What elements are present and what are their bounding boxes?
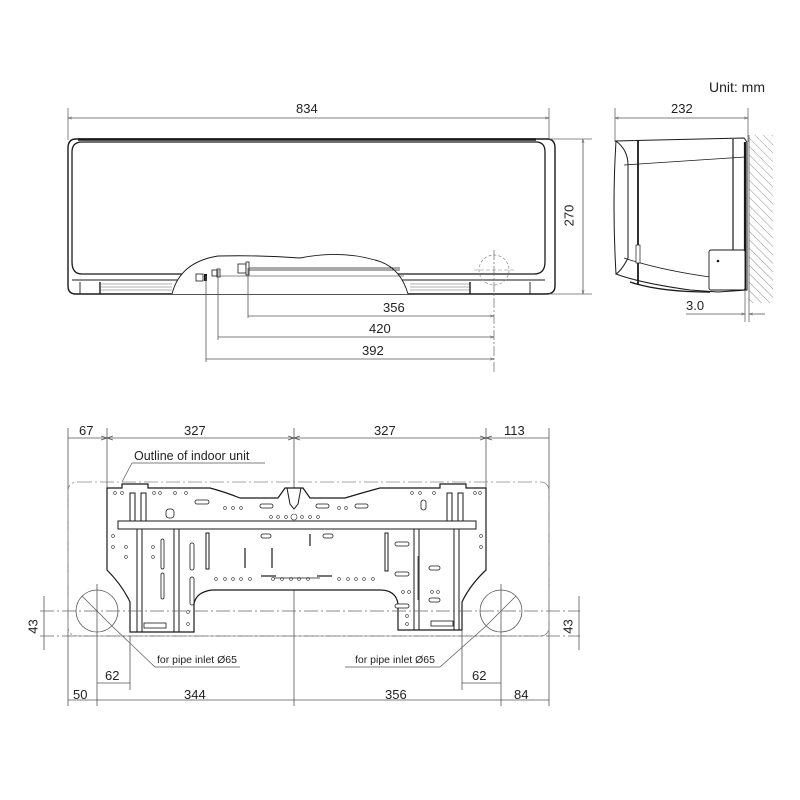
front-view (67, 108, 592, 372)
right-offset-dim-62: 62 (472, 668, 487, 683)
front-width-dim: 834 (296, 101, 318, 116)
side-depth-dim: 232 (671, 101, 693, 116)
mounting-plate-view (40, 428, 580, 706)
pipe-dim-420: 420 (369, 321, 391, 336)
outline-note: Outline of indoor unit (134, 449, 250, 463)
pipe-inlet-left-note: for pipe inlet Ø65 (157, 654, 237, 666)
plate-top-dim-67: 67 (79, 423, 94, 438)
unit-label: Unit: mm (709, 79, 765, 95)
pipe-dim-392: 392 (362, 343, 384, 358)
pipe-inlet-right-note: for pipe inlet Ø65 (355, 654, 435, 666)
front-height-dim: 270 (561, 204, 577, 227)
plate-top-dim-327-right: 327 (374, 423, 396, 438)
side-view (613, 108, 773, 322)
left-height-dim-43: 43 (25, 619, 41, 634)
plate-bottom-dim-84: 84 (514, 687, 529, 702)
plate-bottom-dim-356: 356 (385, 687, 407, 702)
plate-bottom-dim-344: 344 (184, 687, 206, 702)
wall-gap-dim: 3.0 (686, 298, 705, 313)
plate-bottom-dim-50: 50 (73, 687, 88, 702)
plate-top-dim-327-left: 327 (184, 423, 206, 438)
left-offset-dim-62: 62 (105, 668, 120, 683)
right-height-dim-43: 43 (560, 619, 576, 634)
pipe-dim-356: 356 (383, 300, 405, 315)
plate-top-dim-113: 113 (504, 423, 525, 438)
